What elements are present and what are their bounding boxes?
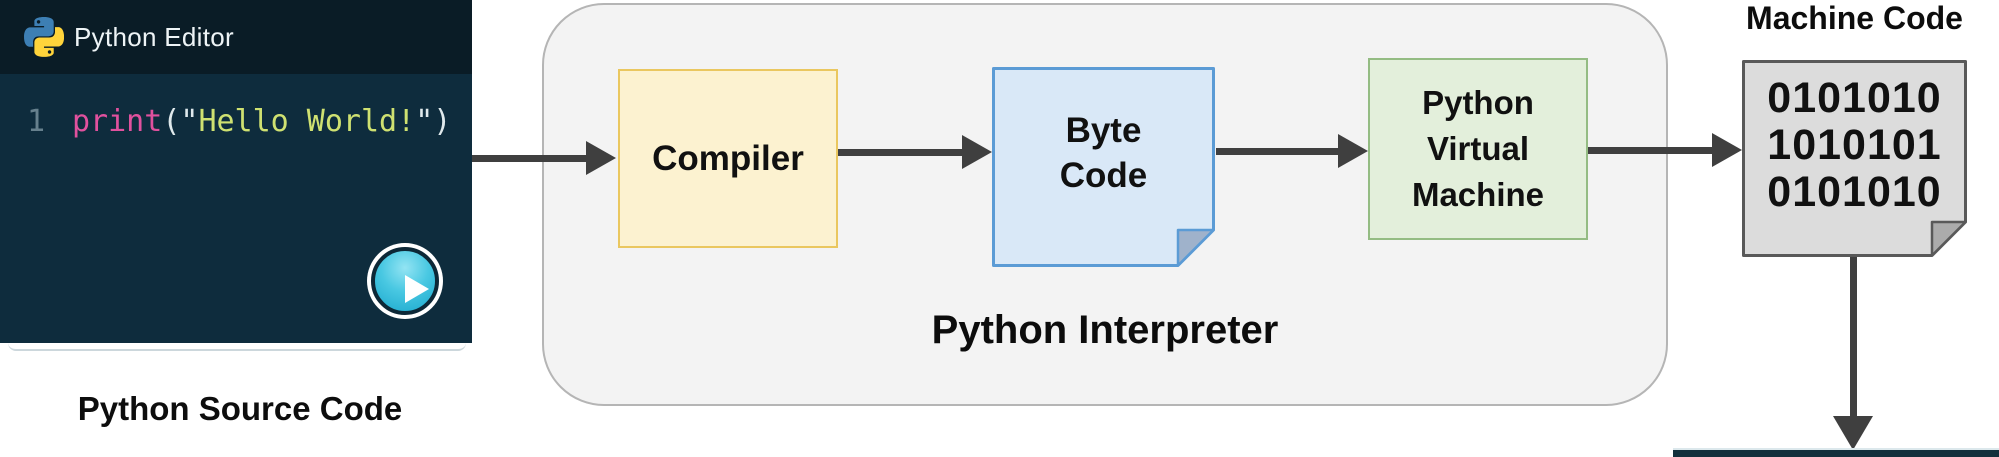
editor-title: Python Editor — [74, 21, 234, 52]
byte-code-note: Byte Code — [992, 67, 1215, 267]
pvm-line3: Machine — [1411, 176, 1545, 213]
code-line: 1 print("Hello World!") — [0, 104, 472, 144]
compiler-box: Compiler — [618, 69, 838, 248]
byte-code-line2: Code — [1059, 156, 1148, 195]
code-token-open: (" — [162, 104, 199, 139]
binary-text: 0101010 1010101 0101010 — [1742, 60, 1967, 257]
binary-line1: 0101010 — [1767, 74, 1942, 122]
python-source-code-label: Python Source Code — [77, 390, 403, 427]
line-number: 1 — [27, 104, 46, 139]
machine-code-label: Machine Code — [1746, 0, 1963, 36]
folded-corner — [1930, 220, 1967, 257]
run-button[interactable] — [367, 243, 443, 319]
binary-line3: 0101010 — [1767, 168, 1942, 216]
pvm-line1: Python — [1422, 84, 1534, 121]
code-token-string: Hello World! — [198, 104, 416, 139]
byte-code-line1: Byte — [1065, 111, 1142, 150]
pvm-line2: Virtual — [1426, 130, 1530, 167]
python-editor-panel: Python Editor 1 print("Hello World!") — [0, 0, 472, 343]
bottom-panel-edge — [1673, 448, 1999, 457]
folded-corner — [1176, 228, 1215, 267]
play-icon — [405, 275, 429, 303]
code-text: print("Hello World!") — [72, 104, 451, 139]
byte-code-label: Byte Code — [992, 67, 1215, 267]
code-token-print: print — [72, 104, 163, 139]
pvm-box: Python Virtual Machine — [1368, 58, 1588, 240]
python-logo-icon — [24, 17, 65, 57]
code-token-close: ") — [415, 104, 452, 139]
machine-code-note: 0101010 1010101 0101010 — [1742, 60, 1967, 257]
python-interpreter-label: Python Interpreter — [931, 308, 1279, 352]
editor-header: Python Editor — [0, 0, 472, 74]
run-button-circle — [371, 247, 439, 315]
editor-panel-shadow — [8, 343, 466, 351]
binary-line2: 1010101 — [1767, 121, 1942, 169]
compiler-label: Compiler — [652, 138, 804, 178]
